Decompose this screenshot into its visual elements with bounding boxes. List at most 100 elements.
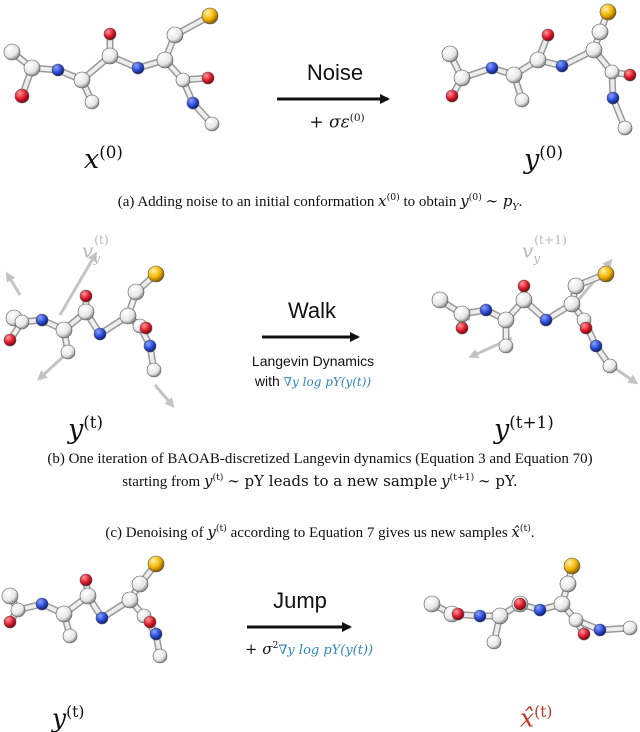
carbon-atom bbox=[55, 605, 73, 623]
nitrogen-atom bbox=[485, 61, 499, 75]
label-y0-sup: (0) bbox=[539, 142, 563, 162]
label-velocity-t: vy(t) bbox=[82, 232, 115, 266]
oxygen-atom bbox=[201, 71, 215, 85]
caption-a-x-var: x bbox=[378, 192, 387, 210]
jump-term-sup: 2 bbox=[272, 640, 279, 651]
noise-term: + σε(0) bbox=[282, 112, 392, 133]
carbon-atom bbox=[514, 92, 530, 108]
nitrogen-atom bbox=[149, 627, 163, 641]
carbon-atom bbox=[146, 362, 162, 378]
nitrogen-atom bbox=[95, 611, 109, 625]
nitrogen-atom bbox=[35, 313, 49, 327]
oxygen-atom bbox=[79, 289, 93, 303]
label-velocity-t1-sup: (t+1) bbox=[534, 232, 568, 247]
carbon-atom bbox=[101, 47, 119, 65]
caption-a-end: . bbox=[518, 194, 523, 210]
nitrogen-atom bbox=[479, 303, 493, 317]
caption-a-dist-sub: Y bbox=[512, 203, 519, 213]
label-xhat-var: x̂ bbox=[520, 703, 535, 732]
carbon-atom bbox=[567, 277, 585, 295]
caption-a-x: x(0) bbox=[378, 192, 400, 210]
oxygen-atom bbox=[517, 279, 531, 293]
walk-label: Walk bbox=[287, 298, 337, 323]
velocity-arrows-left bbox=[5, 251, 175, 409]
sulfur-atom bbox=[599, 3, 617, 21]
label-yt1-b: y(t+1) bbox=[494, 412, 554, 445]
carbon-atom bbox=[617, 120, 633, 136]
caption-b-y2-var: y bbox=[441, 472, 450, 490]
carbon-atom bbox=[55, 321, 73, 339]
label-x0: x(0) bbox=[84, 142, 123, 175]
carbon-atom bbox=[515, 291, 533, 309]
label-y0-var: y bbox=[524, 144, 540, 175]
carbon-atom bbox=[73, 71, 91, 89]
nitrogen-atom bbox=[51, 63, 65, 77]
label-x0-sup: (0) bbox=[99, 142, 123, 162]
jump-term-prefix: + σ bbox=[244, 640, 273, 658]
oxygen-atom bbox=[451, 607, 465, 621]
oxygen-atom bbox=[579, 321, 593, 335]
jump-label: Jump bbox=[273, 588, 327, 613]
oxygen-atom bbox=[577, 627, 591, 641]
carbon-atom bbox=[131, 575, 149, 593]
carbon-atom bbox=[568, 612, 584, 628]
label-velocity-t1: vy(t+1) bbox=[522, 232, 573, 266]
caption-b-y2-sup: (t+1) bbox=[449, 472, 475, 483]
sulfur-atom bbox=[147, 555, 165, 573]
sulfur-atom bbox=[147, 265, 165, 283]
nitrogen-atom bbox=[93, 327, 107, 341]
sulfur-atom bbox=[563, 557, 581, 575]
noise-term-sup: (0) bbox=[349, 112, 365, 124]
molecule-denoised bbox=[423, 557, 638, 650]
carbon-atom bbox=[166, 26, 184, 44]
carbon-atom bbox=[553, 595, 571, 613]
carbon-atom bbox=[529, 51, 547, 69]
oxygen-atom bbox=[445, 89, 459, 103]
nitrogen-atom bbox=[143, 339, 157, 353]
nitrogen-atom bbox=[555, 59, 569, 73]
caption-c-x: x̂(t) bbox=[511, 523, 530, 541]
caption-c-y: y(t) bbox=[207, 523, 226, 541]
caption-b-line1: (b) One iteration of BAOAB-discretized L… bbox=[47, 451, 593, 467]
carbon-atom bbox=[79, 587, 97, 605]
carbon-atom bbox=[152, 648, 168, 664]
molecule-langevin-next bbox=[431, 265, 618, 374]
sulfur-atom bbox=[597, 265, 615, 283]
caption-c-prefix: (c) Denoising of bbox=[105, 525, 204, 541]
label-velocity-t-sub: y bbox=[93, 251, 101, 266]
caption-c-y-sup: (t) bbox=[215, 523, 227, 534]
carbon-atom bbox=[156, 51, 174, 69]
nitrogen-atom bbox=[589, 339, 603, 353]
caption-a-mid: to obtain bbox=[403, 194, 457, 210]
carbon-atom bbox=[14, 314, 30, 330]
label-velocity-t1-var: v bbox=[522, 238, 534, 263]
caption-c-x-var: x̂ bbox=[511, 523, 520, 541]
carbon-atom bbox=[491, 607, 509, 625]
carbon-atom bbox=[563, 295, 581, 313]
carbon-atom bbox=[498, 338, 514, 354]
caption-a-y: y(0) bbox=[460, 192, 482, 210]
label-yt-c-var: y bbox=[52, 703, 67, 732]
caption-b-mid: ∼ pY leads to a new sample bbox=[227, 472, 438, 490]
carbon-atom bbox=[204, 116, 220, 132]
label-velocity-t-var: v bbox=[82, 238, 94, 263]
carbon-atom bbox=[77, 303, 95, 321]
caption-b-line2: starting from y(t) ∼ pY leads to a new s… bbox=[0, 472, 640, 491]
label-x0-var: x bbox=[84, 144, 100, 175]
carbon-atom bbox=[441, 45, 459, 63]
carbon-atom bbox=[1, 587, 19, 605]
noise-label: Noise bbox=[306, 60, 364, 85]
nitrogen-atom bbox=[131, 61, 145, 75]
nitrogen-atom bbox=[186, 96, 200, 110]
molecule-initial-conformation bbox=[3, 7, 220, 132]
carbon-atom bbox=[497, 311, 515, 329]
caption-b-y2: y(t+1) bbox=[441, 472, 474, 490]
oxygen-atom bbox=[623, 68, 637, 82]
caption-a-dist: ∼ pY bbox=[486, 192, 519, 213]
carbon-atom bbox=[62, 628, 78, 644]
langevin-line1: Langevin Dynamics bbox=[251, 353, 375, 369]
caption-c: (c) Denoising of y(t) according to Equat… bbox=[0, 523, 640, 542]
sulfur-atom bbox=[201, 7, 219, 25]
langevin-gradient-term: ∇y log pY(y(t)) bbox=[283, 375, 372, 389]
caption-c-x-sup: (t) bbox=[519, 523, 531, 534]
